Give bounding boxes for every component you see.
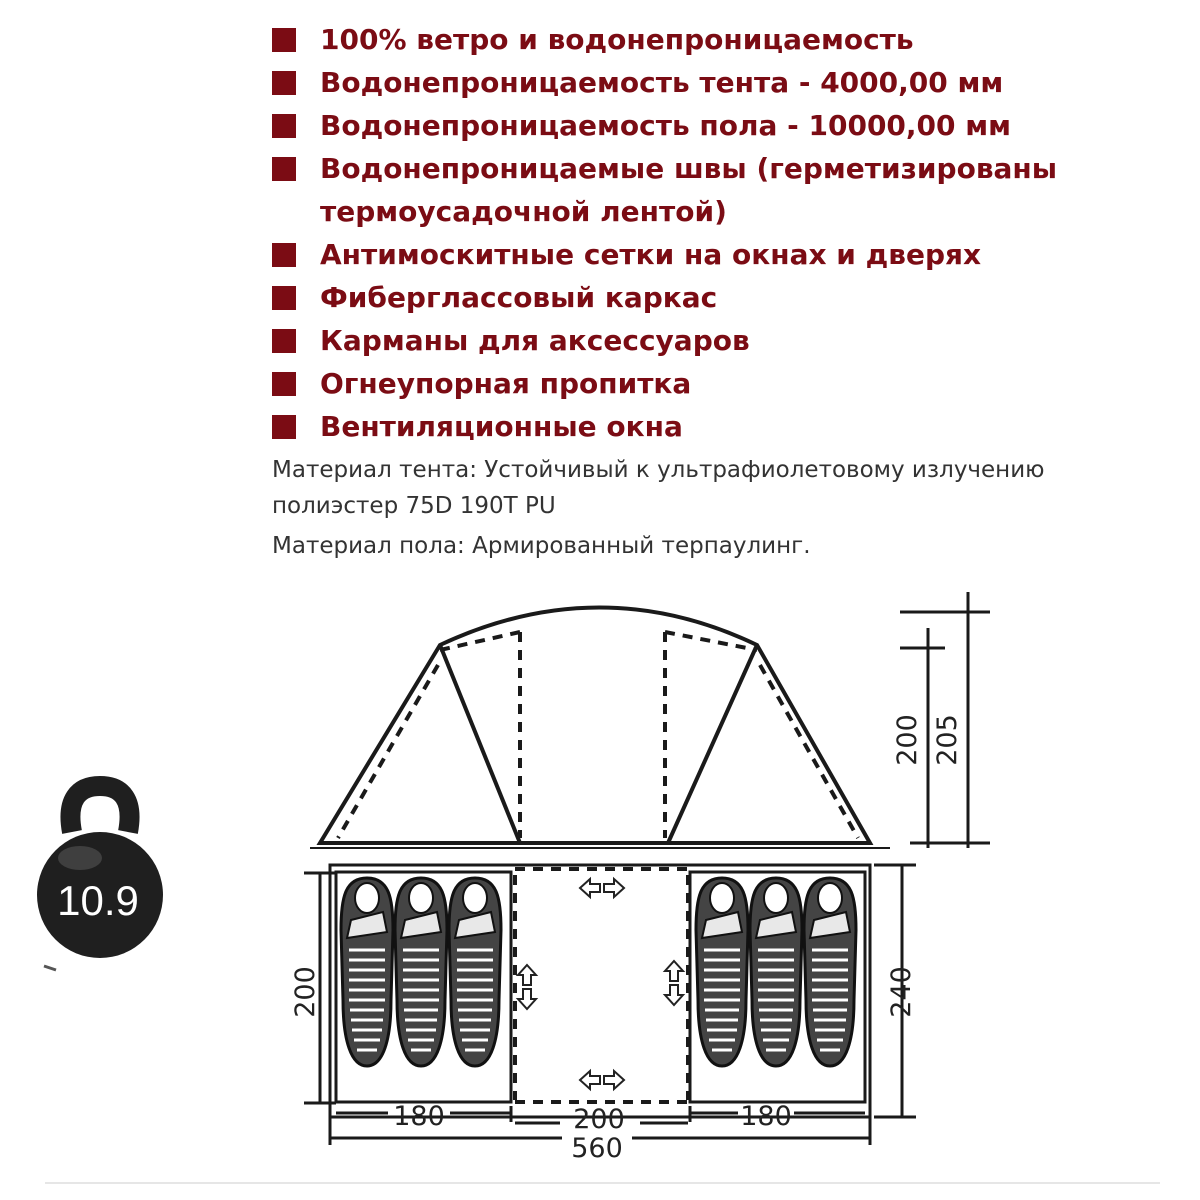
feature-item: 100% ветро и водонепроницаемость [272,18,1172,61]
sleeping-bag-icon [802,876,858,1068]
sleeping-bag-icon [393,876,449,1068]
sleeping-bag-icon [447,876,503,1068]
floor-material-text: Материал пола: Армированный терпаулинг. [272,533,811,559]
feature-text: 100% ветро и водонепроницаемость [320,23,914,56]
tent-floor-plan [328,863,872,1119]
bullet-square-icon [272,28,296,52]
tent-material-text: Материал тента: Устойчивый к ультрафиоле… [272,457,1045,519]
bullet-square-icon [272,329,296,353]
outer-height-label: 205 [932,714,963,766]
sleeping-bag-icon [694,876,750,1068]
bullet-square-icon [272,372,296,396]
weight-label: 10.9 [57,877,139,924]
sleeping-bag-icon [748,876,804,1068]
bedroom-right-width-label: 180 [740,1101,792,1132]
door-arrow-icon [579,1070,625,1090]
feature-item: Водонепроницаемые швы (герметизированы т… [272,147,1172,233]
door-arrow-icon [579,878,625,898]
bullet-square-icon [272,157,296,181]
feature-item: Фиберглассовый каркас [272,276,1172,319]
feature-text: Фиберглассовый каркас [320,281,718,314]
bedroom-length-label: 200 [290,966,321,1018]
total-length-label: 560 [571,1133,623,1164]
bullet-square-icon [272,415,296,439]
feature-item: Водонепроницаемость пола - 10000,00 мм [272,104,1172,147]
plan-dimension-lines [304,863,916,1145]
feature-item: Карманы для аксессуаров [272,319,1172,362]
feature-item: Огнеупорная пропитка [272,362,1172,405]
sleeping-bag-icon [339,876,395,1068]
feature-text: Водонепроницаемость пола - 10000,00 мм [320,109,1012,142]
feature-text: Карманы для аксессуаров [320,324,750,357]
decoration-mark [43,964,57,972]
tent-diagram: 200 205 [37,592,1160,1184]
feature-text: Водонепроницаемость тента - 4000,00 мм [320,66,1004,99]
feature-item: Водонепроницаемость тента - 4000,00 мм [272,61,1172,104]
bullet-square-icon [272,243,296,267]
feature-text: Антимоскитные сетки на окнах и дверях [320,238,982,271]
bullet-square-icon [272,286,296,310]
bullet-square-icon [272,71,296,95]
bedroom-left-width-label: 180 [393,1101,445,1132]
inner-height-label: 200 [892,714,923,766]
height-dimension [900,592,990,848]
feature-text: Водонепроницаемые швы (герметизированы т… [320,152,1058,228]
door-arrow-icon [664,960,684,1006]
door-arrow-icon [517,964,537,1010]
feature-text: Огнеупорная пропитка [320,367,692,400]
total-width-label: 240 [886,966,917,1018]
feature-item: Вентиляционные окна [272,405,1172,448]
tent-elevation [310,605,890,849]
vestibule-width-label: 200 [573,1104,625,1135]
feature-item: Антимоскитные сетки на окнах и дверях [272,233,1172,276]
feature-list: 100% ветро и водонепроницаемость Водонеп… [272,18,1172,448]
bullet-square-icon [272,114,296,138]
kettlebell-icon [37,775,163,958]
feature-text: Вентиляционные окна [320,410,683,443]
